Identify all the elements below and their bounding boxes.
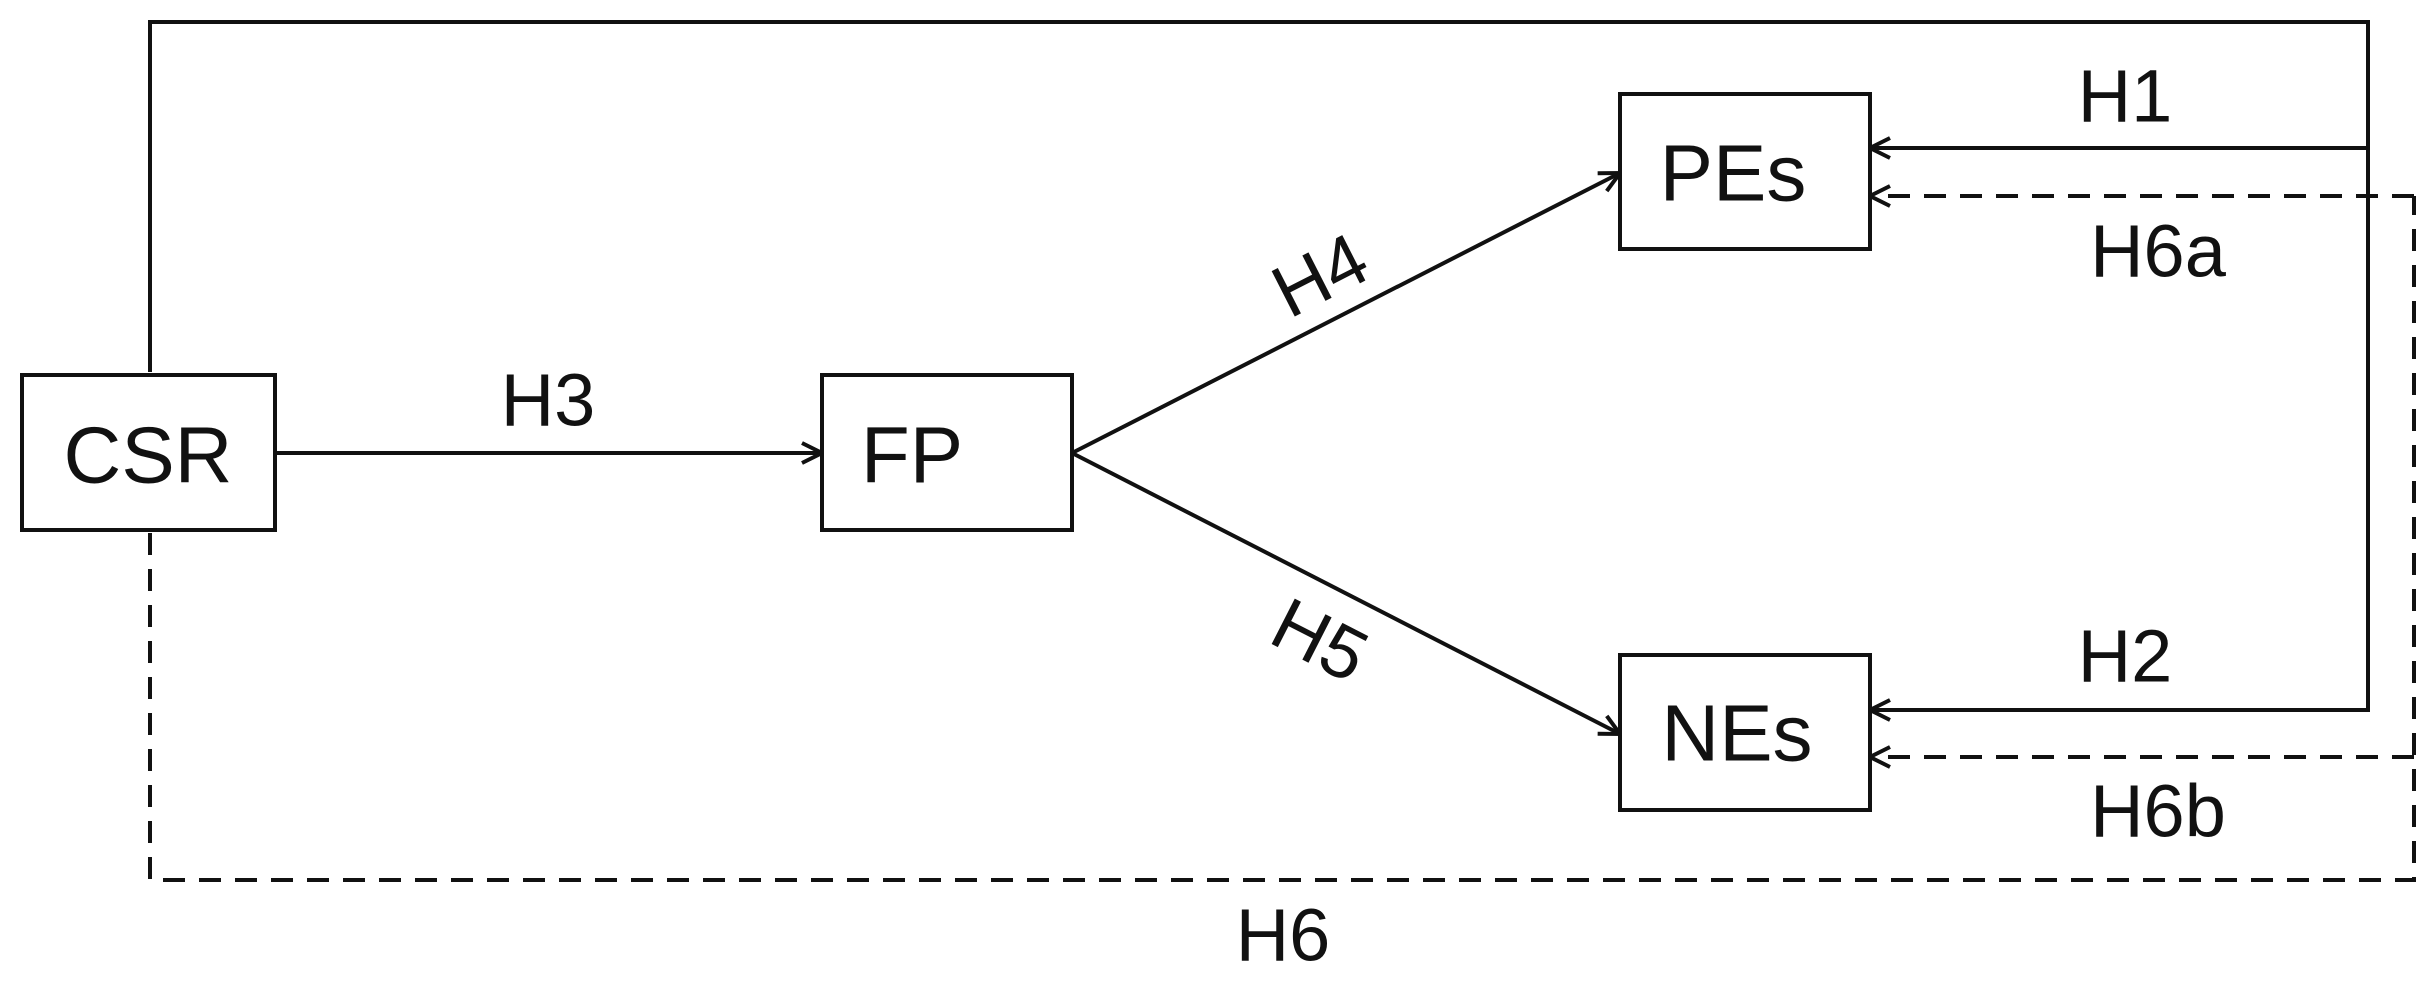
label-h6b: H6b	[2090, 770, 2226, 853]
label-h3: H3	[501, 359, 596, 442]
edge-csr-to-pes	[148, 20, 2370, 372]
node-nes-label: NEs	[1661, 689, 1812, 778]
node-nes: NEs	[1618, 653, 1872, 812]
edge-csr-to-nes	[1870, 148, 2370, 710]
label-h5: H5	[1259, 582, 1381, 699]
node-nes-box	[1618, 653, 1872, 812]
node-pes-label: PEs	[1660, 129, 1807, 218]
label-h2: H2	[2078, 615, 2173, 698]
label-h6a: H6a	[2090, 210, 2227, 293]
edge-fp-to-pes	[1071, 173, 1620, 455]
solid-edges	[148, 20, 2370, 734]
label-h1: H1	[2078, 55, 2173, 138]
label-h4: H4	[1259, 217, 1381, 334]
dashed-edges	[148, 196, 2416, 882]
node-csr-label: CSR	[64, 411, 233, 500]
edge-fp-to-nes	[1071, 451, 1620, 734]
node-pes: PEs	[1618, 92, 1872, 251]
label-h6: H6	[1236, 894, 1331, 977]
node-csr-box	[20, 373, 277, 532]
node-csr: CSR	[20, 373, 277, 532]
node-pes-box	[1618, 92, 1872, 251]
node-fp-label: FP	[861, 411, 963, 500]
edge-mediation-main	[148, 196, 2416, 882]
node-fp-box	[820, 373, 1074, 532]
node-fp: FP	[820, 373, 1074, 532]
